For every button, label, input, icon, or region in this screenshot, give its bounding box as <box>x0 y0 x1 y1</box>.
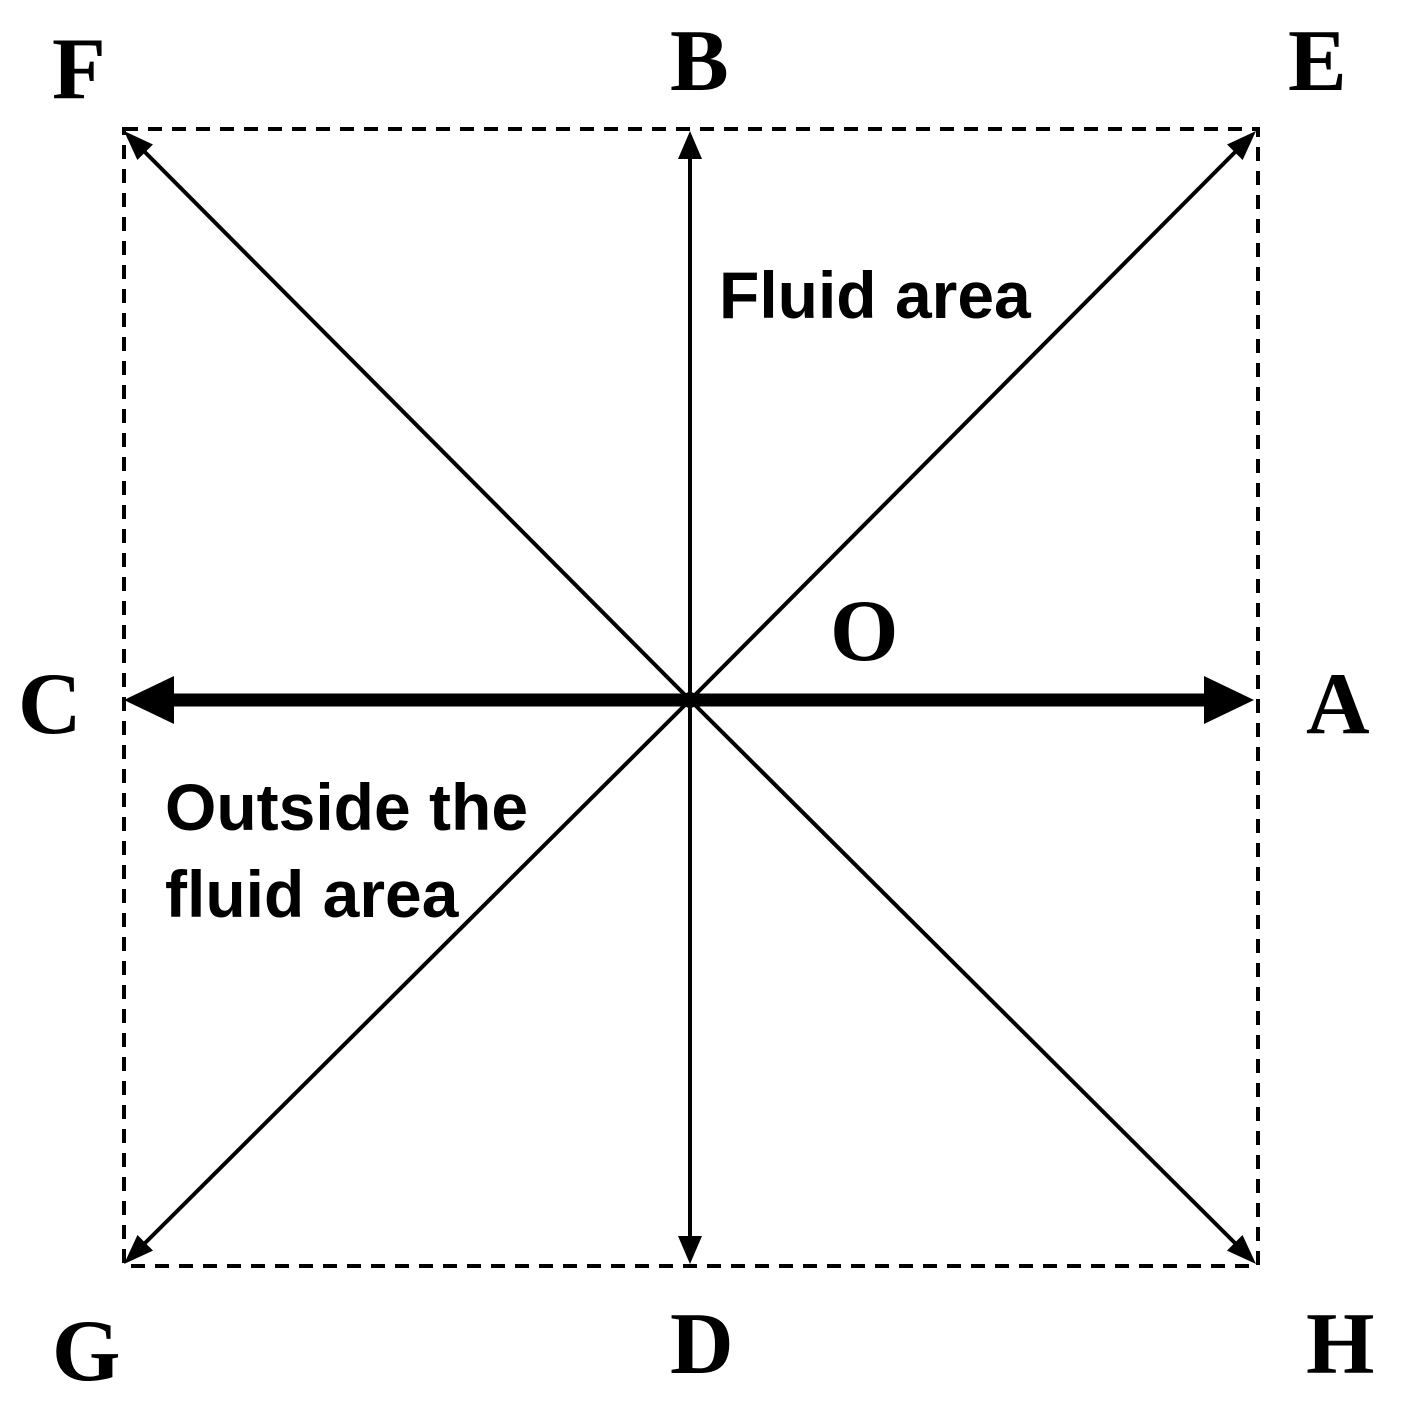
label-point-b: B <box>670 13 729 110</box>
label-fluid-area: Fluid area <box>719 258 1032 332</box>
arrow-to-f-line <box>142 149 692 702</box>
arrow-to-b-head <box>678 131 702 159</box>
arrow-to-e-head <box>1227 131 1256 161</box>
direction-arrows <box>124 131 1256 1264</box>
label-point-h: H <box>1306 1296 1374 1393</box>
label-point-a: A <box>1306 656 1370 753</box>
arrow-to-g-head <box>124 1235 154 1264</box>
arrow-to-f-head <box>124 131 153 161</box>
arrow-to-g-line <box>142 698 692 1246</box>
label-point-c: C <box>18 656 82 753</box>
label-point-g: G <box>52 1303 120 1400</box>
label-center-o: O <box>830 583 898 680</box>
boundary-square <box>122 127 1260 1268</box>
arrow-to-c-head <box>124 676 174 724</box>
arrow-to-a-head <box>1204 676 1254 724</box>
label-outside-line1: Outside the <box>165 770 528 844</box>
center-point-o <box>682 692 698 708</box>
arrow-to-h-line <box>688 698 1238 1246</box>
label-point-f: F <box>52 21 106 118</box>
label-point-e: E <box>1288 13 1347 110</box>
arrow-to-h-head <box>1226 1235 1256 1264</box>
label-outside-line2: fluid area <box>165 857 460 931</box>
arrow-to-e-line <box>688 149 1238 702</box>
label-point-d: D <box>670 1296 734 1393</box>
arrow-to-d-head <box>678 1236 702 1264</box>
